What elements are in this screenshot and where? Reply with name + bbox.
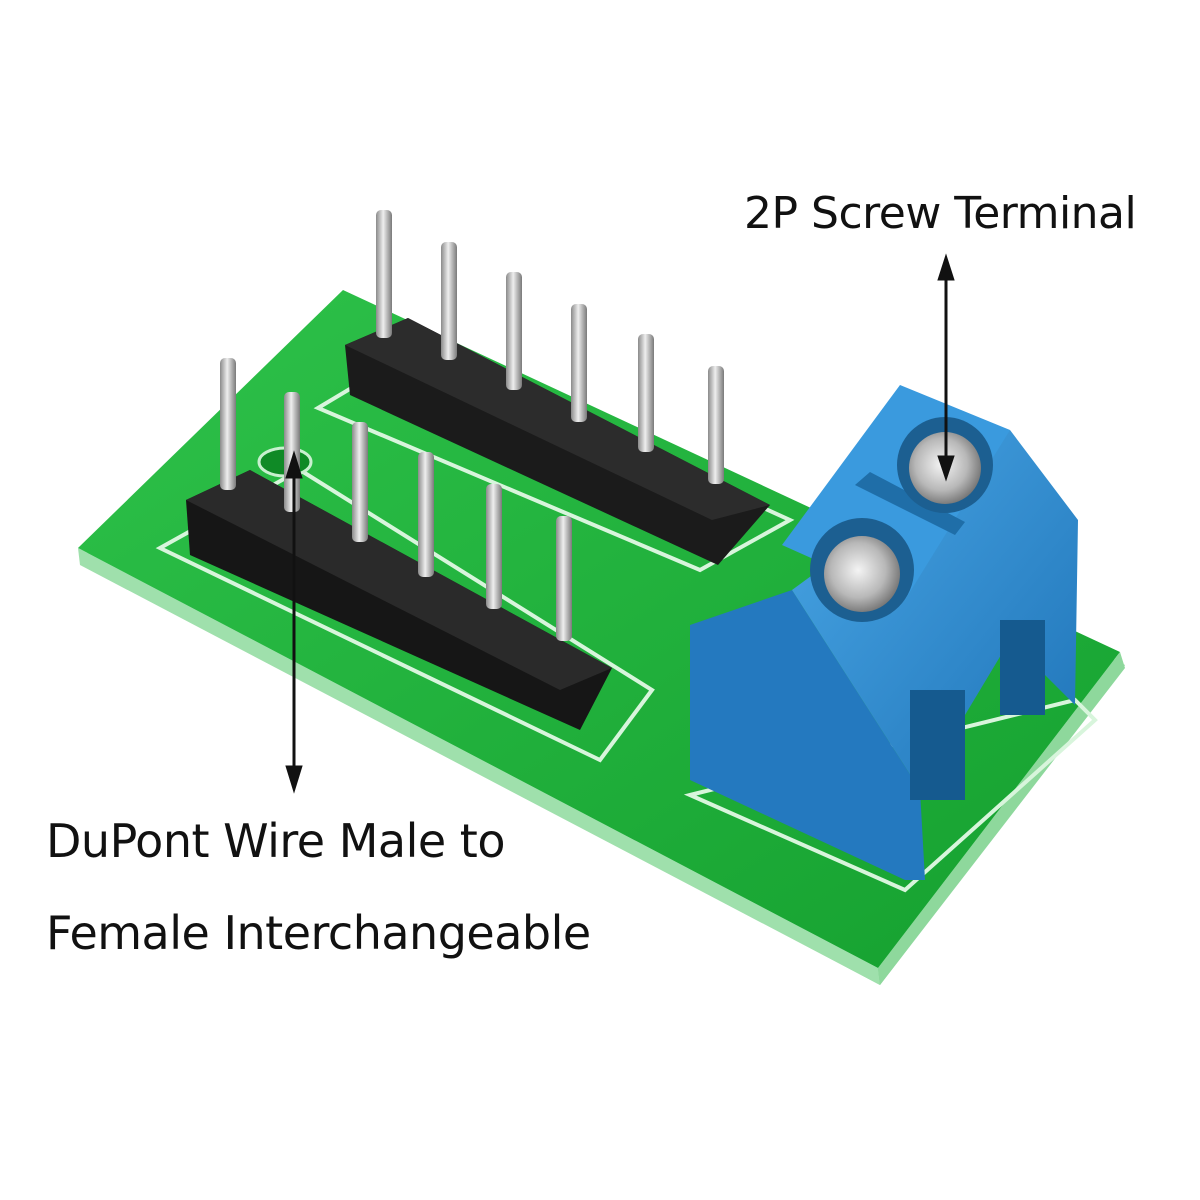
- wire-opening-1: [910, 690, 965, 800]
- pin-front-3: [352, 422, 368, 542]
- pcb-right-edge: [878, 652, 1125, 985]
- header-back-top: [345, 318, 770, 520]
- arrow-dupont: [285, 450, 303, 794]
- pin-back-4: [571, 304, 587, 422]
- dupont-label-line2: Female Interchangeable: [46, 906, 591, 960]
- pin-back-1: [376, 210, 392, 338]
- arrow-screw-terminal: [937, 253, 955, 482]
- header-back-row: [345, 210, 770, 565]
- pcb-bottom-edge: [78, 548, 880, 985]
- pin-back-3: [506, 272, 522, 390]
- terminal-divider: [855, 472, 965, 535]
- wire-opening-2: [1000, 620, 1045, 715]
- dupont-label-line1: DuPont Wire Male to: [46, 814, 505, 868]
- pin-back-6: [708, 366, 724, 484]
- pin-front-4: [418, 452, 434, 577]
- terminal-front-face: [690, 590, 925, 880]
- arrow-screw-terminal-head-down: [937, 455, 955, 482]
- screw-terminal-block: [690, 385, 1078, 880]
- pin-front-5: [486, 484, 502, 609]
- pin-back-2: [441, 242, 457, 360]
- arrow-screw-terminal-head-up: [937, 253, 955, 281]
- pin-front-2: [284, 392, 300, 512]
- arrow-dupont-head-down: [285, 765, 303, 794]
- pin-back-5: [638, 334, 654, 452]
- arrow-dupont-head-up: [285, 450, 303, 479]
- terminal-right-face: [792, 430, 1078, 790]
- screw-terminal-label: 2P Screw Terminal: [744, 188, 1137, 239]
- pin-front-1: [220, 358, 236, 490]
- screw-2-head: [824, 536, 900, 612]
- pin-front-6: [556, 516, 572, 641]
